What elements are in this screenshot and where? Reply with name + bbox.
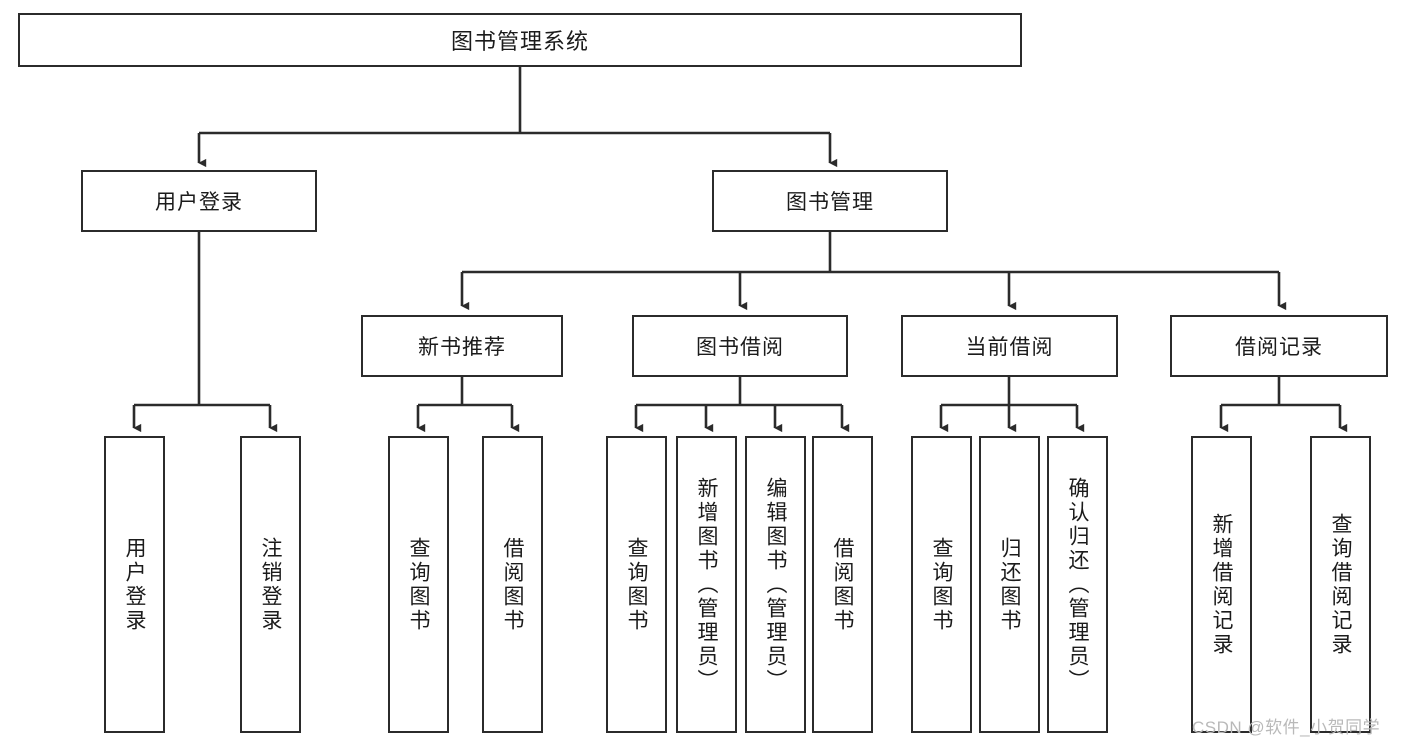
node-borrow-record[interactable]: 借阅记录 (1170, 315, 1388, 377)
node-book-management-system[interactable]: 图书管理系统 (18, 13, 1022, 67)
node-new-book-recommend[interactable]: 新书推荐 (361, 315, 563, 377)
leaf-book-borrow-add-book-admin[interactable]: 新增图书（管理员） (676, 436, 737, 733)
node-book-borrow[interactable]: 图书借阅 (632, 315, 848, 377)
leaf-new-book-borrow-book[interactable]: 借阅图书 (482, 436, 543, 733)
leaf-current-borrow-query-book[interactable]: 查询图书 (911, 436, 972, 733)
leaf-current-borrow-return-book[interactable]: 归还图书 (979, 436, 1040, 733)
leaf-book-borrow-edit-book-admin[interactable]: 编辑图书（管理员） (745, 436, 806, 733)
leaf-borrow-record-add-record[interactable]: 新增借阅记录 (1191, 436, 1252, 733)
node-book-management[interactable]: 图书管理 (712, 170, 948, 232)
leaf-user-login-login[interactable]: 用户登录 (104, 436, 165, 733)
csdn-watermark: CSDN @软件_小贺同学 (1192, 718, 1381, 737)
node-current-borrow[interactable]: 当前借阅 (901, 315, 1118, 377)
leaf-new-book-query-book[interactable]: 查询图书 (388, 436, 449, 733)
leaf-borrow-record-query-record[interactable]: 查询借阅记录 (1310, 436, 1371, 733)
leaf-user-login-logout[interactable]: 注销登录 (240, 436, 301, 733)
leaf-book-borrow-query-book[interactable]: 查询图书 (606, 436, 667, 733)
leaf-book-borrow-borrow-book[interactable]: 借阅图书 (812, 436, 873, 733)
leaf-current-borrow-confirm-return-admin[interactable]: 确认归还（管理员） (1047, 436, 1108, 733)
node-user-login[interactable]: 用户登录 (81, 170, 317, 232)
